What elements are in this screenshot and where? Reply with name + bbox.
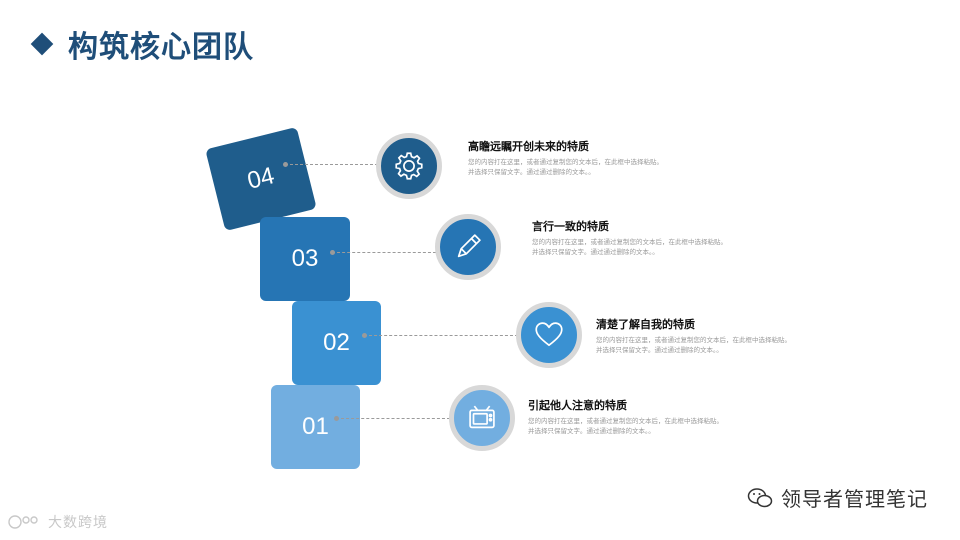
connector-dot-02	[362, 333, 367, 338]
connector-line-01	[336, 418, 450, 419]
feature-desc-line1: 您的内容打在这里，或者通过复制您的文本后，在此框中选择粘贴。	[528, 418, 723, 425]
feature-heading: 清楚了解自我的特质	[596, 319, 695, 331]
step-number: 02	[323, 329, 350, 356]
step-number: 01	[302, 413, 329, 440]
feature-desc-line1: 您的内容打在这里，或者通过复制您的文本后，在此框中选择粘贴。	[532, 239, 727, 246]
watermark-brand: 大数跨境	[8, 512, 108, 532]
feature-02: 清楚了解自我的特质 您的内容打在这里，或者通过复制您的文本后，在此框中选择粘贴。…	[596, 316, 791, 356]
connector-line-02	[364, 335, 518, 336]
feature-desc-line2: 并选择只保留文字。通过通过删除的文本。。	[468, 169, 595, 176]
step-block-03: 03	[260, 217, 350, 301]
connector-line-03	[332, 252, 436, 253]
feature-01: 引起他人注意的特质 您的内容打在这里，或者通过复制您的文本后，在此框中选择粘贴。…	[528, 397, 723, 437]
step-number: 04	[244, 162, 278, 195]
icon-circle-03	[435, 214, 501, 280]
step-number: 03	[291, 245, 319, 272]
page-title: 构筑核心团队	[68, 31, 254, 64]
heart-icon	[535, 322, 563, 347]
connector-dot-03	[330, 250, 335, 255]
icon-circle-01	[449, 385, 515, 451]
icon-circle-04	[376, 133, 442, 199]
feature-03: 言行一致的特质 您的内容打在这里，或者通过复制您的文本后，在此框中选择粘贴。 并…	[532, 218, 727, 258]
feature-heading: 引起他人注意的特质	[528, 400, 627, 412]
connector-line-04	[285, 164, 378, 165]
wechat-icon	[747, 487, 773, 507]
connector-dot-01	[334, 416, 339, 421]
gear-icon	[395, 152, 423, 180]
feature-desc-line1: 您的内容打在这里，或者通过复制您的文本后，在此框中选择粘贴。	[468, 159, 663, 166]
watermark-text: 领导者管理笔记	[781, 489, 928, 511]
feature-desc-line1: 您的内容打在这里，或者通过复制您的文本后，在此框中选择粘贴。	[596, 337, 791, 344]
watermark-wechat: 领导者管理笔记	[747, 483, 928, 512]
pencil-icon	[457, 234, 481, 258]
diamond-bullet-icon	[30, 32, 54, 56]
brand-logo-icon	[8, 515, 38, 529]
slide-title: 构筑核心团队	[30, 22, 254, 66]
step-block-01: 01	[271, 385, 360, 469]
icon-circle-02	[516, 302, 582, 368]
feature-desc-line2: 并选择只保留文字。通过通过删除的文本。。	[532, 249, 659, 256]
tv-icon	[469, 405, 495, 429]
feature-04: 高瞻远瞩开创未来的特质 您的内容打在这里，或者通过复制您的文本后，在此框中选择粘…	[468, 138, 663, 178]
connector-dot-04	[283, 162, 288, 167]
step-block-02: 02	[292, 301, 381, 385]
watermark-brand-text: 大数跨境	[48, 514, 108, 530]
feature-heading: 高瞻远瞩开创未来的特质	[468, 141, 589, 153]
feature-desc-line2: 并选择只保留文字。通过通过删除的文本。。	[596, 347, 723, 354]
feature-heading: 言行一致的特质	[532, 221, 609, 233]
feature-desc-line2: 并选择只保留文字。通过通过删除的文本。。	[528, 428, 655, 435]
step-block-04: 04	[205, 126, 317, 232]
